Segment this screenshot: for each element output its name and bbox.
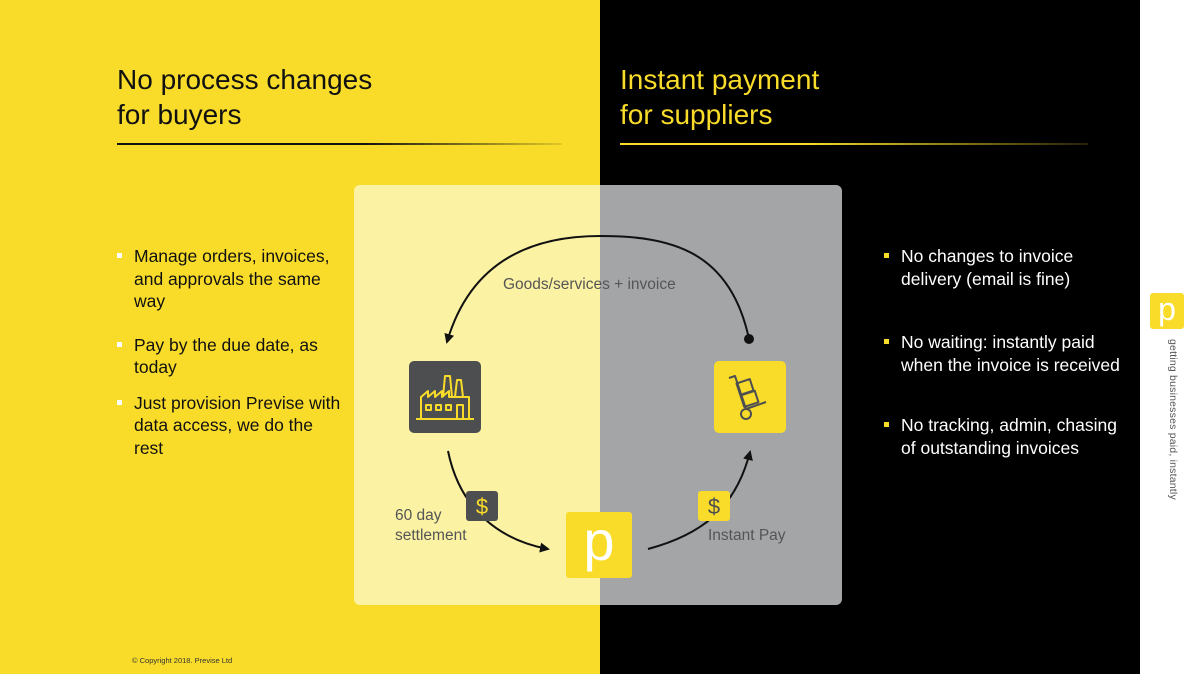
buyers-bullet: Manage orders, invoices, and approvals t… <box>117 245 347 313</box>
buyers-heading-rule <box>117 143 562 145</box>
previse-logo-letter: p <box>583 509 614 572</box>
suppliers-bullet: No tracking, admin, chasing of outstandi… <box>884 414 1124 459</box>
hand-truck-icon <box>728 375 767 420</box>
payment-flow-diagram <box>354 185 842 605</box>
dollar-icon: $ <box>476 494 488 519</box>
suppliers-bullet-text: No tracking, admin, chasing of outstandi… <box>901 415 1117 458</box>
instant-pay-label: Instant Pay <box>708 527 786 544</box>
bullet-square-icon <box>884 422 889 427</box>
buyers-bullet: Pay by the due date, as today <box>117 334 347 379</box>
suppliers-bullet-list: No changes to invoice delivery (email is… <box>884 245 1124 459</box>
buyers-bullet: Just provision Previse with data access,… <box>117 392 347 460</box>
bullet-square-icon <box>884 253 889 258</box>
supplier-tile <box>714 361 786 433</box>
buyers-bullet-text: Just provision Previse with data access,… <box>134 392 341 458</box>
bullet-square-icon <box>884 339 889 344</box>
suppliers-heading-rule <box>620 143 1088 145</box>
settlement-label-line2: settlement <box>395 527 467 544</box>
instant-pay-dollar-badge: $ <box>698 491 730 521</box>
previse-side-logo: p <box>1150 291 1184 329</box>
bullet-square-icon <box>117 341 122 347</box>
side-strip <box>1140 0 1200 674</box>
suppliers-bullet-text: No changes to invoice delivery (email is… <box>901 246 1074 289</box>
previse-logo-icon: p <box>1158 291 1176 327</box>
previse-logo-tile: p <box>566 509 632 578</box>
suppliers-bullet: No waiting: instantly paid when the invo… <box>884 331 1124 376</box>
settlement-dollar-badge: $ <box>466 491 498 521</box>
goods-flow-start-dot <box>744 334 754 344</box>
settlement-label-line1: 60 day <box>395 507 442 524</box>
factory-icon <box>416 375 474 420</box>
bullet-square-icon <box>117 253 122 258</box>
suppliers-bullet-text: No waiting: instantly paid when the invo… <box>901 332 1120 375</box>
side-logo-letter: p <box>1158 293 1176 327</box>
buyers-heading-line1: No process changes <box>117 64 373 95</box>
tagline-text: getting businesses paid, instantly <box>1167 339 1179 500</box>
buyer-tile <box>409 361 481 433</box>
goods-services-label: Goods/services + invoice <box>503 276 676 293</box>
buyers-heading: No process changes for buyers <box>117 62 372 132</box>
suppliers-bullet: No changes to invoice delivery (email is… <box>884 245 1124 290</box>
buyers-bullet-text: Pay by the due date, as today <box>134 334 318 378</box>
bullet-square-icon <box>117 399 122 405</box>
suppliers-heading-line1: Instant payment <box>620 64 820 95</box>
buyers-bullet-list: Manage orders, invoices, and approvals t… <box>117 245 347 459</box>
dollar-icon: $ <box>708 494 720 519</box>
goods-flow-arrow <box>444 234 750 344</box>
settlement-label: 60 day settlement <box>395 506 515 546</box>
suppliers-heading-line2: for suppliers <box>620 99 773 130</box>
suppliers-heading: Instant payment for suppliers <box>620 62 819 132</box>
buyers-bullet-text: Manage orders, invoices, and approvals t… <box>134 246 330 311</box>
copyright-text: © Copyright 2018. Previse Ltd <box>132 656 233 665</box>
buyers-heading-line2: for buyers <box>117 99 242 130</box>
